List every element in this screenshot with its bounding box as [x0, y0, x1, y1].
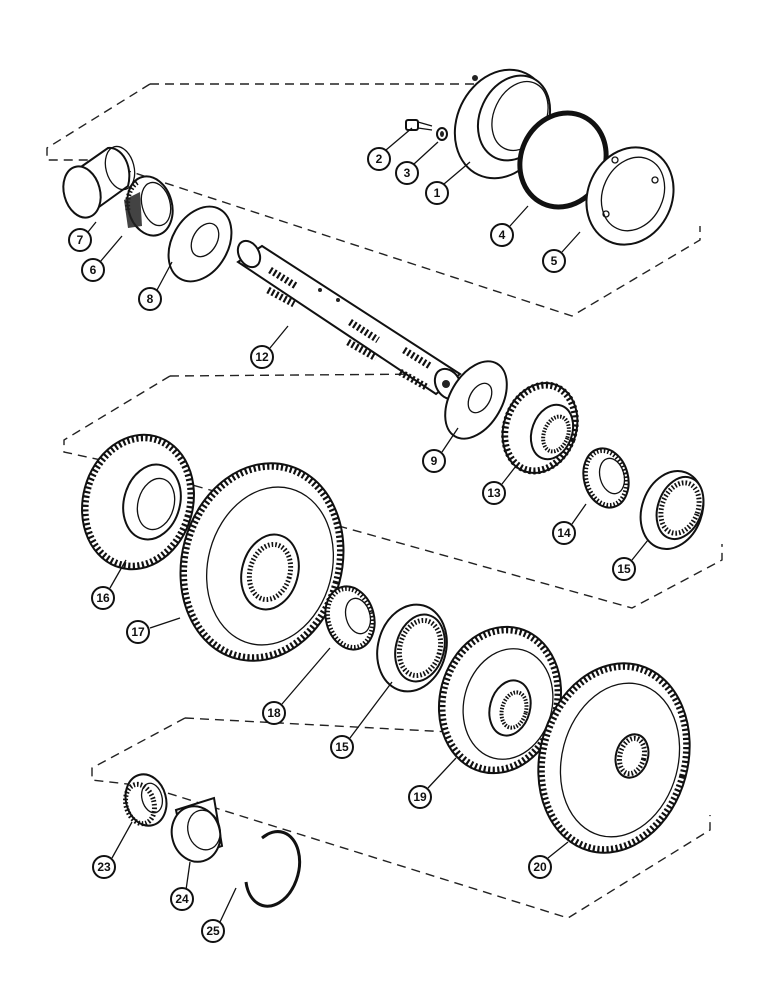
bearing-cup-part-7 — [62, 145, 136, 219]
callout-15-lower: 15 — [330, 735, 354, 759]
group-outline-middle-upper — [169, 373, 431, 377]
callout-label-16: 16 — [96, 591, 110, 605]
callout-label-17: 17 — [131, 625, 145, 639]
callout-label-3: 3 — [404, 166, 411, 180]
bearing-cone-part-6 — [124, 175, 174, 237]
callout-8: 8 — [138, 287, 162, 311]
callout-label-25: 25 — [206, 924, 220, 938]
large-gear-part-17 — [179, 462, 345, 662]
callout-23: 23 — [92, 855, 116, 879]
gear-part-13 — [501, 381, 579, 475]
thrust-washer-part-9 — [444, 360, 508, 440]
callout-label-15-upper: 15 — [617, 562, 631, 576]
group-outline-bottom-upper — [184, 717, 451, 733]
callout-label-7: 7 — [77, 233, 84, 247]
callout-6: 6 — [81, 258, 105, 282]
splined-hub-part-14 — [582, 447, 630, 509]
callout-label-15-lower: 15 — [335, 740, 349, 754]
snap-ring-part-25 — [244, 830, 302, 908]
callout-18: 18 — [262, 701, 286, 725]
callout-17: 17 — [126, 620, 150, 644]
callout-20: 20 — [528, 855, 552, 879]
callout-2: 2 — [367, 147, 391, 171]
callout-label-8: 8 — [147, 292, 154, 306]
callout-label-9: 9 — [431, 454, 438, 468]
large-gear-part-20 — [537, 662, 691, 854]
washer-part-3 — [436, 127, 448, 141]
callout-label-6: 6 — [90, 263, 97, 277]
callout-19: 19 — [408, 785, 432, 809]
gear-part-16 — [81, 433, 195, 571]
callout-9: 9 — [422, 449, 446, 473]
coupler-sleeve-part-15-lower — [376, 603, 448, 693]
thrust-washer-part-8 — [167, 205, 233, 283]
callout-4: 4 — [490, 223, 514, 247]
callout-12: 12 — [250, 345, 274, 369]
bearing-cone-part-23 — [123, 773, 168, 827]
callout-1: 1 — [425, 181, 449, 205]
shim-plate-part-5 — [585, 146, 675, 246]
callout-label-1: 1 — [434, 186, 441, 200]
bolt-part-2 — [405, 119, 433, 131]
callout-label-12: 12 — [255, 350, 269, 364]
callout-14: 14 — [552, 521, 576, 545]
callout-15-upper: 15 — [612, 557, 636, 581]
callout-label-19: 19 — [413, 790, 427, 804]
callout-label-18: 18 — [267, 706, 281, 720]
callout-24: 24 — [170, 887, 194, 911]
callout-label-2: 2 — [376, 152, 383, 166]
callout-16: 16 — [91, 586, 115, 610]
splined-hub-part-18 — [324, 585, 376, 651]
shaft-part-12 — [236, 239, 463, 401]
callout-label-5: 5 — [551, 254, 558, 268]
callout-25: 25 — [201, 919, 225, 943]
callout-label-14: 14 — [557, 526, 571, 540]
callout-3: 3 — [395, 161, 419, 185]
callout-label-20: 20 — [533, 860, 547, 874]
leader-lines — [87, 127, 649, 923]
callout-label-4: 4 — [499, 228, 506, 242]
callout-label-13: 13 — [487, 486, 501, 500]
bearing-cup-part-24 — [170, 796, 224, 863]
coupler-sleeve-part-15-upper — [639, 470, 705, 550]
callout-label-23: 23 — [97, 860, 111, 874]
callout-7: 7 — [68, 228, 92, 252]
callout-label-24: 24 — [175, 892, 189, 906]
callout-5: 5 — [542, 249, 566, 273]
callout-13: 13 — [482, 481, 506, 505]
